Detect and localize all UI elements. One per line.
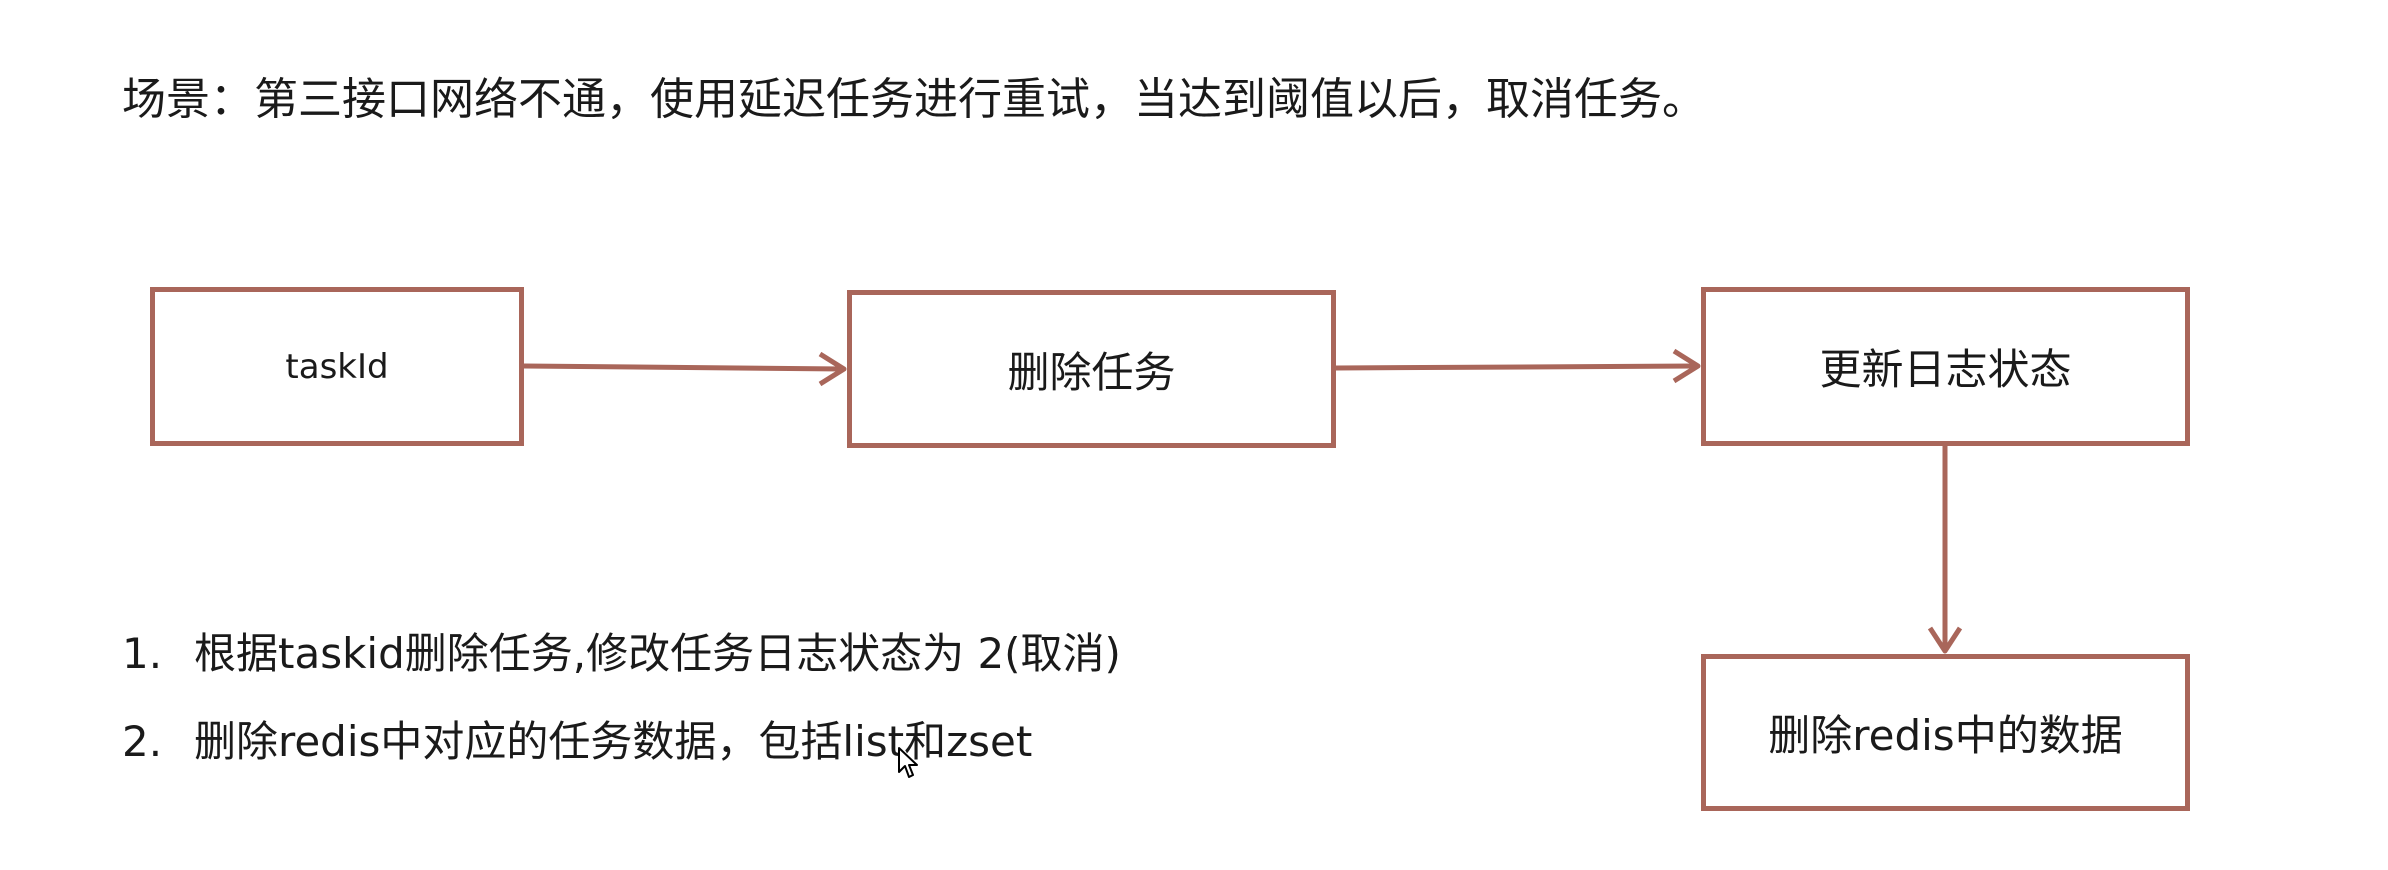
delete-task-box-label: 删除任务 <box>1007 347 1176 397</box>
steps-list: 1. 根据taskid删除任务,修改任务日志状态为 2(取消) 2. 删除redis… <box>122 618 1121 794</box>
taskid-box-label: taskId <box>285 346 389 387</box>
arrow-update-log-to-delete-redis <box>1927 446 1963 654</box>
taskid-box: taskId <box>150 287 524 446</box>
delete-redis-data-box: 删除redis中的数据 <box>1701 654 2190 811</box>
delete-task-box: 删除任务 <box>847 290 1336 448</box>
step-text: 根据taskid删除任务,修改任务日志状态为 2(取消) <box>194 629 1121 678</box>
scenario-heading: 场景：第三接口网络不通，使用延迟任务进行重试，当达到阈值以后，取消任务。 <box>122 74 1706 125</box>
step-item: 1. 根据taskid删除任务,修改任务日志状态为 2(取消) <box>122 618 1121 706</box>
delete-redis-data-box-label: 删除redis中的数据 <box>1768 711 2123 760</box>
arrow-delete-task-to-update-log <box>1335 348 1701 384</box>
arrow-taskid-to-delete-task <box>523 351 847 387</box>
update-log-status-box-label: 更新日志状态 <box>1819 345 2072 394</box>
step-item: 2. 删除redis中对应的任务数据，包括list和zset <box>122 706 1121 794</box>
step-text: 删除redis中对应的任务数据，包括list和zset <box>194 717 1033 766</box>
step-number: 1. <box>122 629 163 678</box>
step-number: 2. <box>122 717 163 766</box>
mouse-pointer-icon <box>898 747 918 778</box>
update-log-status-box: 更新日志状态 <box>1701 287 2190 446</box>
